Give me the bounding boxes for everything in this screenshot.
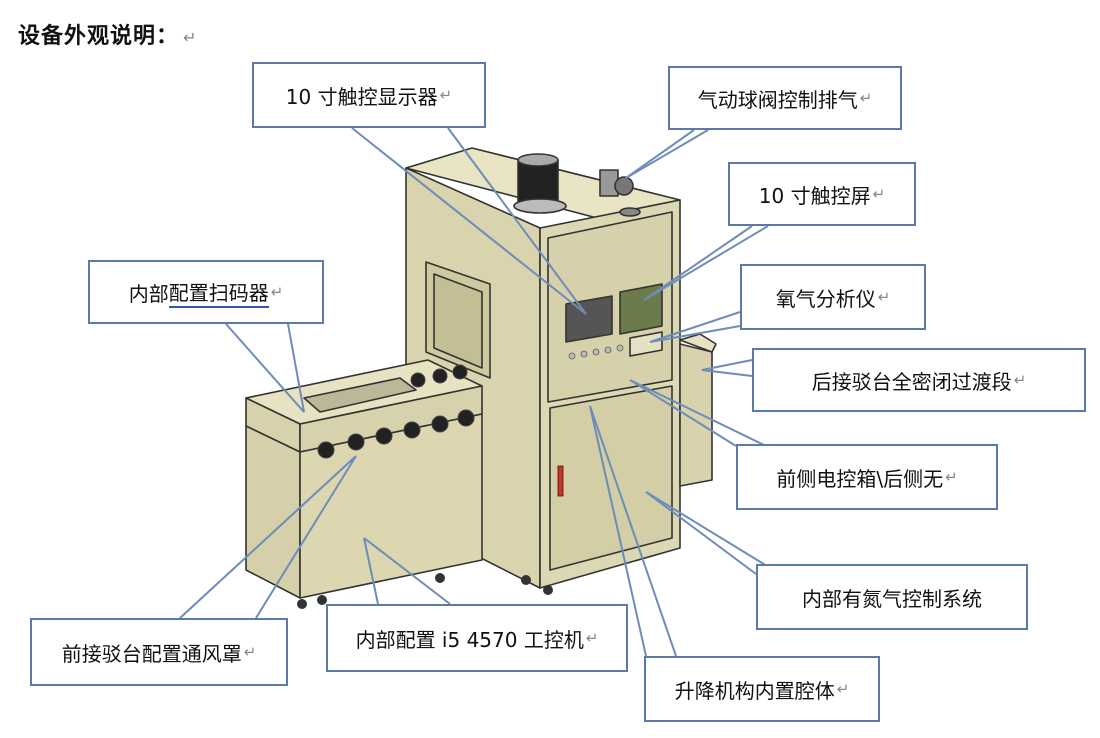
leader-hood-2 [255,455,357,619]
callout-rear-dock: 后接驳台全密闭过渡段↵ [752,348,1086,412]
leader-touch-display [351,127,587,315]
front-dock-basin [303,377,417,413]
rear-dock-top [679,333,717,353]
lower-door [549,385,673,571]
leader-ball-valve-2 [625,129,709,179]
leader-control-box-2 [629,379,767,447]
front-dock-cabinet-side [245,425,301,599]
title-text: 设备外观说明： [18,24,180,49]
leader-touch-display-2 [447,127,587,315]
callout-touchscreen: 10 寸触控屏↵ [728,162,916,226]
side-window [433,273,483,369]
callout-text: 10 寸触控显示器 [285,84,438,109]
callout-nitrogen: 内部有氮气控制系统 [756,564,1028,630]
leader-oxygen [649,311,741,343]
leader-ipc [363,537,379,605]
leader-rear-dock-2 [701,369,753,377]
callout-text: 后接驳台全密闭过渡段 [811,369,1012,394]
leader-oxygen-2 [649,325,741,343]
callout-text: 前接驳台配置通风罩 [61,641,242,666]
callout-text: 氧气分析仪 [775,286,876,311]
leader-lift-2 [589,405,677,657]
leader-scanner-2 [287,323,305,413]
leader-nitrogen [645,491,757,575]
page-title: 设备外观说明：↵ [18,18,197,50]
leader-touchscreen-2 [643,225,769,301]
callout-text: 10 寸触控屏 [758,183,871,208]
callout-text-prefix: 内部 [128,281,169,306]
leader-scanner [225,323,305,413]
rear-dock-front [679,343,713,487]
front-dock-cabinet-front [299,413,483,599]
leader-rear-dock [701,359,753,371]
callout-lift: 升降机构内置腔体↵ [644,656,880,722]
leader-ball-valve [625,129,695,179]
callout-text: 内部配置 i5 4570 工控机 [355,627,584,652]
callout-hood: 前接驳台配置通风罩↵ [30,618,288,686]
callout-text: 气动球阀控制排气 [697,87,858,112]
callout-touch-display: 10 寸触控显示器↵ [252,62,486,128]
callout-ball-valve: 气动球阀控制排气↵ [668,66,902,130]
callout-ipc: 内部配置 i5 4570 工控机↵ [326,604,628,672]
callout-text: 内部有氮气控制系统 [802,586,982,611]
leader-nitrogen-2 [645,491,781,575]
return-mark: ↵ [183,28,198,47]
leader-lift [589,405,647,657]
callout-control-box: 前侧电控箱\后侧无↵ [736,444,998,510]
callout-text-underlined: 配置扫码器 [168,277,269,308]
callout-oxygen-analyzer: 氧气分析仪↵ [740,264,926,330]
callout-text: 升降机构内置腔体 [674,678,835,703]
leader-hood [179,455,357,619]
leader-touchscreen [643,225,753,301]
callout-text: 前侧电控箱\后侧无 [776,466,944,491]
leader-ipc-2 [363,537,451,605]
leader-control-box [629,379,737,447]
analyzer-unit [629,331,663,357]
callout-scanner: 内部配置扫码器↵ [88,260,324,324]
